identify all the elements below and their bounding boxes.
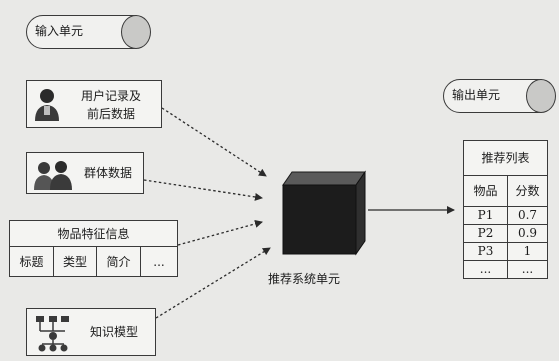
arrow-group-data — [143, 179, 263, 201]
arrow-knowledge-model — [155, 247, 271, 319]
recommend-list-header: 物品 分数 — [464, 176, 547, 207]
table-row: P1 0.7 — [464, 207, 547, 225]
group-data-label: 群体数据 — [83, 166, 132, 180]
feature-cell-intro: 简介 — [97, 247, 141, 277]
group-data-box: 群体数据 — [26, 152, 144, 194]
row-item: P1 — [464, 207, 508, 224]
table-row: P3 1 — [464, 243, 547, 261]
recommender-cube — [282, 170, 366, 256]
knowledge-model-box: 知识模型 — [26, 308, 156, 356]
row-item: P3 — [464, 243, 508, 260]
user-person-icon — [35, 89, 59, 121]
output-unit-cylinder: 输出单元 — [443, 78, 556, 113]
feature-cell-title: 标题 — [10, 247, 54, 277]
recommend-list-table: 推荐列表 物品 分数 P1 0.7 P2 0.9 P3 1 ... ... — [463, 140, 548, 279]
arrow-user-records — [161, 107, 267, 177]
recommend-list-title: 推荐列表 — [464, 141, 547, 176]
feature-cell-more: ... — [153, 255, 165, 269]
item-features-table: 物品特征信息 标题 类型 简介 ... — [9, 220, 178, 277]
recommender-label: 推荐系统单元 — [268, 272, 341, 286]
arrow-item-features — [177, 219, 263, 246]
feature-cell-type: 类型 — [54, 247, 97, 277]
row-score: 1 — [523, 244, 532, 258]
user-records-label-line1: 用户记录及 — [80, 89, 141, 103]
cylinder-end — [525, 78, 556, 113]
output-unit-label: 输出单元 — [452, 88, 501, 102]
knowledge-tree-icon — [36, 316, 69, 352]
user-group-icon — [34, 161, 72, 190]
header-score: 分数 — [515, 184, 540, 198]
user-records-box: 用户记录及 前后数据 — [26, 80, 162, 128]
user-records-label-line2: 前后数据 — [86, 107, 135, 121]
input-unit-cylinder: 输入单元 — [26, 14, 151, 49]
input-unit-label: 输入单元 — [35, 24, 84, 38]
item-features-title: 物品特征信息 — [10, 221, 177, 247]
row-item: ... — [464, 261, 508, 278]
cylinder-end — [120, 14, 151, 49]
row-score: 0.7 — [517, 208, 538, 222]
table-row: ... ... — [464, 261, 547, 278]
row-item: P2 — [464, 225, 508, 242]
header-item: 物品 — [464, 176, 508, 206]
row-score: ... — [521, 262, 534, 276]
table-row: P2 0.9 — [464, 225, 547, 243]
knowledge-model-label: 知识模型 — [89, 325, 138, 339]
row-score: 0.9 — [517, 226, 538, 240]
